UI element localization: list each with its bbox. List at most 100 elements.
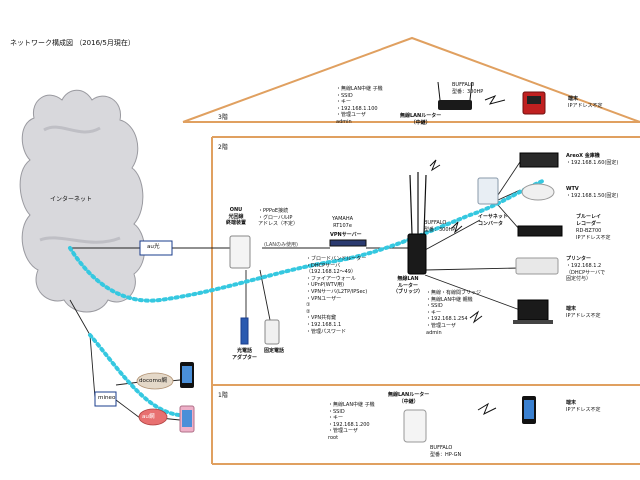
floor-3-label: 3階 (218, 114, 228, 121)
ethernet-converter-label: イーサネット コンバータ (478, 214, 508, 227)
wtv-device (521, 183, 555, 201)
relay1f-note-line: ・管理ユーザ (328, 428, 358, 435)
wireless-paths (68, 178, 547, 418)
term3f-note: IPアドレス不定 (568, 103, 603, 109)
printer-notes: ・192.168.1.2（DHCPサーバで固定付与） (566, 263, 605, 283)
ethernet-converter-device (477, 177, 499, 205)
printer-device (515, 257, 559, 275)
printer-note-line: 固定付与） (566, 276, 592, 283)
phone-adapter-label: 光電話 アダプター (232, 348, 258, 361)
wireless-bolts (429, 94, 506, 416)
vpn-router-device (329, 239, 367, 247)
vpn-feature-line: ・ファイアーウォール (306, 275, 356, 282)
pc-note: IPアドレス不定 (566, 313, 601, 319)
bridge-model: BUFFALO 型番：300HP (424, 220, 456, 233)
relay1f-note-line: ・無線LAN中継 子機 (328, 402, 375, 408)
onu-note-line: アドレス（不定） (258, 221, 299, 228)
printer-name: プリンター (566, 256, 592, 262)
relay3f-note-line: admin (336, 118, 352, 125)
relay1f-note-line: ・キー (328, 415, 344, 422)
areox-note-line: ・192.168.1.60(固定) (566, 160, 619, 166)
phone-adapter-device (240, 317, 249, 345)
relay3f-note-line: ・管理ユーザ (336, 112, 366, 119)
bridge-notes: ・無線・有線間ブリッジ・無線LAN中継 親機・SSID・キー・192.168.1… (426, 290, 481, 336)
term1f-note: IPアドレス不定 (566, 407, 601, 413)
wired-links (69, 161, 521, 421)
au-cloud (138, 408, 168, 426)
wtv-name: WTV (566, 186, 579, 192)
relay1f-note-line: ・SSID (328, 408, 345, 415)
bluray-note-line: IPアドレス不定 (576, 234, 611, 241)
relay3f-note-line: ・キー (336, 99, 352, 106)
vpn-feature-line: ・ブロードバンドルーター (306, 256, 367, 262)
printer-note-line: ・192.168.1.2 (566, 263, 602, 269)
floor-2-label: 2階 (218, 144, 228, 151)
bluray-name: ブルーレイ レコーダー (576, 214, 602, 227)
laptop-device (517, 299, 549, 321)
fixed-phone-label: 固定電話 (264, 348, 285, 354)
pc-name: 端末 (566, 306, 577, 312)
wtv-notes: ・192.168.1.50(固定) (566, 193, 618, 200)
onu-device (229, 235, 251, 269)
bluray-device (517, 225, 563, 237)
vpn-feature-line: ・VPNサーバ(L2TP/IPSec) (306, 288, 368, 295)
relay1f-device (403, 409, 427, 443)
bridge-note-line: admin (426, 329, 442, 336)
vpn-feature-line: ・管理パスワード (306, 328, 347, 335)
term3f-name: 端末 (568, 96, 579, 102)
vpn-router-features: ・ブロードバンドルーター・DHCPサーバ（192.168.12〜49）・ファイア… (306, 256, 367, 335)
printer-note-line: （DHCPサーバで (566, 269, 606, 276)
fixed-phone-device (264, 319, 280, 345)
relay3f-device (438, 100, 472, 110)
au-hikari-box (139, 240, 173, 256)
internet-cloud (19, 89, 146, 313)
vpn-router-label: VPNサーバー (330, 232, 362, 238)
vpn-feature-line: ・VPN共有鍵 (306, 315, 337, 322)
relay3f-model: BUFFALO 型番：300HP (452, 82, 484, 95)
term1f-name: 端末 (566, 400, 577, 406)
vpn-feature-line: ・UPnP(WTV用) (306, 282, 345, 289)
relay1f-note-line: root (328, 434, 339, 441)
bridge-note-line: ・SSID (426, 303, 443, 310)
bridge-router-device (407, 233, 427, 275)
bridge-label: 無線LAN ルーター （ブリッジ） (393, 276, 424, 296)
relay1f-note-line: ・192.168.1.200 (328, 421, 370, 428)
docomo-label: docomo網 (139, 378, 167, 384)
areox-device (519, 152, 559, 168)
bridge-note-line: ・無線・有線間ブリッジ (426, 290, 482, 296)
diagram-title: ネットワーク構成図 （2016/5月現在） (10, 39, 135, 47)
docomo-cloud (136, 372, 174, 390)
vpn-feature-line: ・DHCPサーバ (306, 262, 341, 269)
bridge-note-line: ・無線LAN中継 親機 (426, 296, 473, 303)
relay1f-model: BUFFALO 型番：HP-GN (430, 445, 462, 458)
relay1f-label: 無線LANルーター （中継） (388, 392, 430, 405)
mineo-label: mineo (98, 395, 116, 401)
vpn-feature-line: （192.168.12〜49） (306, 269, 356, 276)
onu-note-line: ・PPPoE接続 (258, 208, 289, 214)
onu-label: ONU 光回線 終端装置 (226, 207, 247, 227)
bluray-note-line: RD-BZ700 (576, 228, 602, 234)
vpn-feature-line: ・192.168.1.1 (306, 321, 342, 328)
house-outline (182, 36, 640, 465)
bridge-note-line: ・192.168.1.254 (426, 316, 468, 323)
vpn-feature-line: ② (306, 308, 311, 315)
mineo-box (94, 391, 117, 407)
areox-notes: ・192.168.1.60(固定) (566, 160, 618, 167)
au-hikari-label: au光 (147, 244, 160, 250)
relay3f-label: 無線LANルーター （中継） (400, 113, 442, 126)
relay3f-note-line: ・192.168.1.100 (336, 105, 378, 112)
relay3f-note-line: ・SSID (336, 92, 353, 99)
onu-note-line: ・グローバルIP (258, 214, 293, 221)
relay3f-note-line: ・無線LAN中継 子機 (336, 86, 383, 92)
wtv-note-line: ・192.168.1.50(固定) (566, 193, 619, 199)
vpn-feature-line: ① (306, 302, 311, 309)
vpn-lan-note: (LANのみ使用) (264, 242, 298, 248)
au-label: au網 (142, 414, 155, 420)
bridge-note-line: ・管理ユーザ (426, 322, 456, 329)
vpn-feature-line: ・VPNユーザー (306, 295, 342, 302)
